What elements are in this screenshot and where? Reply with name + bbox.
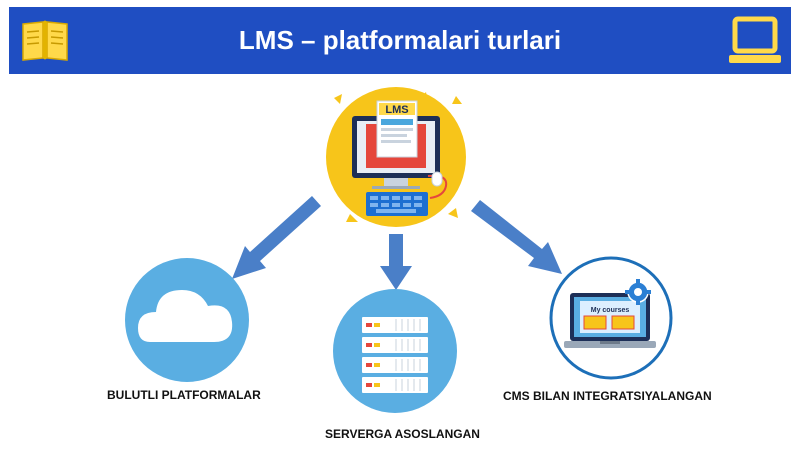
cloud-icon [125, 258, 249, 382]
laptop-courses-icon: My courses [549, 256, 673, 380]
arrow-to-cms [471, 200, 562, 274]
cms-screen-text: My courses [591, 307, 630, 314]
page-title: LMS – platformalari turlari [238, 25, 562, 55]
node-label-server: SERVERGA ASOSLANGAN [325, 427, 480, 441]
arrow-to-cloud [232, 196, 321, 279]
server-rack-icon [333, 289, 457, 413]
lms-computer-icon: LMS [326, 87, 466, 227]
open-book-icon [22, 20, 68, 61]
laptop-icon [729, 16, 781, 63]
gear-icon [625, 279, 651, 305]
lms-screen-text: LMS [385, 104, 408, 116]
node-label-cms: CMS BILAN INTEGRATSIYALANGAN [503, 389, 712, 403]
header-bar: LMS – platformalari turlari [9, 7, 791, 74]
arrow-to-server [380, 234, 412, 290]
node-label-cloud: BULUTLI PLATFORMALAR [107, 388, 261, 402]
